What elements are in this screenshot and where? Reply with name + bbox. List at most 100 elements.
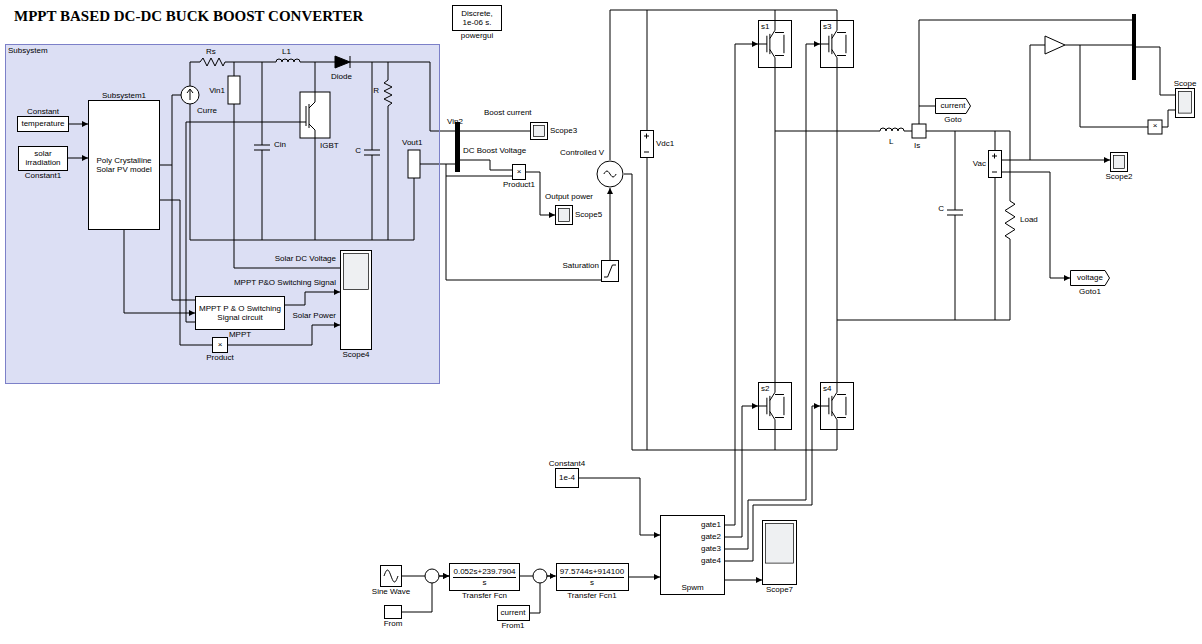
- signal-line: [285, 292, 340, 305]
- dc-bus: [647, 10, 837, 450]
- resistor-symbol: [384, 62, 392, 240]
- scope-symbol: [766, 524, 794, 564]
- meas-symbol: [641, 131, 653, 157]
- goto-outline: [936, 99, 971, 114]
- signal-line: [69, 124, 88, 125]
- saturation-block: Saturation: [601, 260, 619, 282]
- product-symbol: [1148, 120, 1162, 134]
- capacitor-symbol: [364, 62, 380, 240]
- part-label: Cin: [274, 140, 286, 149]
- block-label: Sine Wave: [372, 587, 410, 596]
- block-text: Discrete, 1e-06 s.: [456, 9, 498, 27]
- voltage-source: Controlled V: [596, 160, 624, 188]
- scope-symbol: [344, 254, 369, 290]
- igbt-symbol: [759, 21, 784, 67]
- block-label: Scope: [1174, 79, 1197, 88]
- scope-screen: [766, 524, 794, 564]
- cvs-symbol: [596, 160, 624, 188]
- block-label: s2: [761, 384, 769, 393]
- signal-name: Boost current: [484, 108, 532, 117]
- block-label: From: [384, 619, 403, 628]
- powergui-block: Discrete, 1e-06 s.powergui: [452, 5, 502, 31]
- part-label: Vout1: [402, 138, 422, 147]
- scope-symbol: [534, 126, 545, 137]
- block-label: Scope7: [766, 585, 793, 594]
- bus-bar: [1132, 14, 1136, 80]
- source-wave: [604, 171, 616, 177]
- current-source-arrow: [187, 89, 193, 100]
- transfer-function: 97.5744s+914100sTransfer Fcn1: [556, 563, 629, 591]
- scope-symbol: [1179, 92, 1192, 114]
- measurement-wire: [414, 164, 455, 240]
- part-label: L: [889, 137, 893, 146]
- meas-symbol: [644, 134, 649, 153]
- scope-block: Scope5: [555, 205, 573, 225]
- igbt-symbol: [821, 383, 846, 429]
- from-block: currentFrom1: [497, 605, 530, 621]
- block-label: Load: [1020, 215, 1038, 224]
- sine-symbol: [381, 566, 401, 586]
- block-label: Vac: [973, 159, 986, 168]
- diode-bar: [350, 56, 351, 68]
- diode-symbol: [335, 56, 350, 68]
- signal-line: [124, 230, 195, 313]
- block-label: Constant1: [25, 171, 61, 180]
- part-label: Is: [914, 141, 920, 150]
- gain-symbol: [1045, 36, 1065, 54]
- goto-symbol: [1071, 271, 1110, 286]
- scope-symbol: [556, 206, 572, 224]
- goto-symbol: [936, 99, 971, 114]
- part-label: Rs: [206, 47, 216, 56]
- constant-block: temperatureConstant: [17, 116, 69, 132]
- scope-symbol: [341, 251, 371, 349]
- from-block: From: [384, 605, 402, 619]
- product-block: ×Product: [212, 337, 228, 353]
- product-block: ×Product1: [512, 164, 526, 180]
- res-symbol: [1005, 195, 1015, 245]
- igbt-switch: s4: [820, 382, 854, 430]
- source-circle: [597, 161, 623, 187]
- block-text: MPPT P & O Switching Signal circuit: [199, 304, 281, 322]
- igbt-symbol: [821, 383, 846, 429]
- sat-symbol: [602, 261, 618, 281]
- voltage-measurement: Vdc1: [640, 130, 654, 158]
- polarity-marks: [644, 134, 649, 153]
- part-label: R: [373, 86, 379, 95]
- signal-line: [1002, 160, 1110, 161]
- port-label: gate2: [701, 532, 721, 541]
- block-label: Goto: [944, 115, 961, 124]
- scope-symbol: [531, 123, 547, 139]
- meas-symbol: [989, 151, 1001, 177]
- current-measurement-symbol: [912, 124, 926, 138]
- block-label: Scope2: [1105, 172, 1132, 181]
- block-text: solar irradiation: [22, 149, 64, 167]
- port-label: gate3: [701, 544, 721, 553]
- scope-block: Scope: [1175, 88, 1195, 118]
- mux-bar: [455, 122, 460, 172]
- block-text: temperature: [21, 119, 64, 128]
- capacitor-symbol: [254, 62, 270, 240]
- mppt-block: MPPT P & O Switching Signal circuitMPPT: [195, 296, 285, 330]
- signal-line: [629, 577, 661, 578]
- block-label: s4: [823, 384, 831, 393]
- sine-symbol: [384, 570, 398, 582]
- goto-block: currentGoto: [935, 98, 971, 114]
- constant-block: 1e-4Constant4: [555, 468, 579, 488]
- block-label: Transfer Fcn1: [567, 591, 617, 600]
- block-label: Scope5: [575, 210, 602, 219]
- block-text: ×: [218, 340, 223, 349]
- block-label: Saturation: [563, 261, 599, 270]
- port-label: gate1: [701, 520, 721, 529]
- load-resistor: Load: [1003, 195, 1017, 245]
- block-label: MPPT: [229, 330, 251, 339]
- part-label: C: [938, 204, 944, 213]
- igbt-symbol: [759, 383, 784, 429]
- signal-line: [610, 188, 611, 260]
- subsystem-background: [5, 44, 440, 384]
- signal-line: [725, 44, 820, 549]
- signal-wire: [1030, 45, 1175, 160]
- meas-symbol: [992, 154, 997, 173]
- voltage-measurement: Vac: [988, 150, 1002, 178]
- sat-symbol: [604, 265, 616, 277]
- sum-symbol: [425, 569, 439, 583]
